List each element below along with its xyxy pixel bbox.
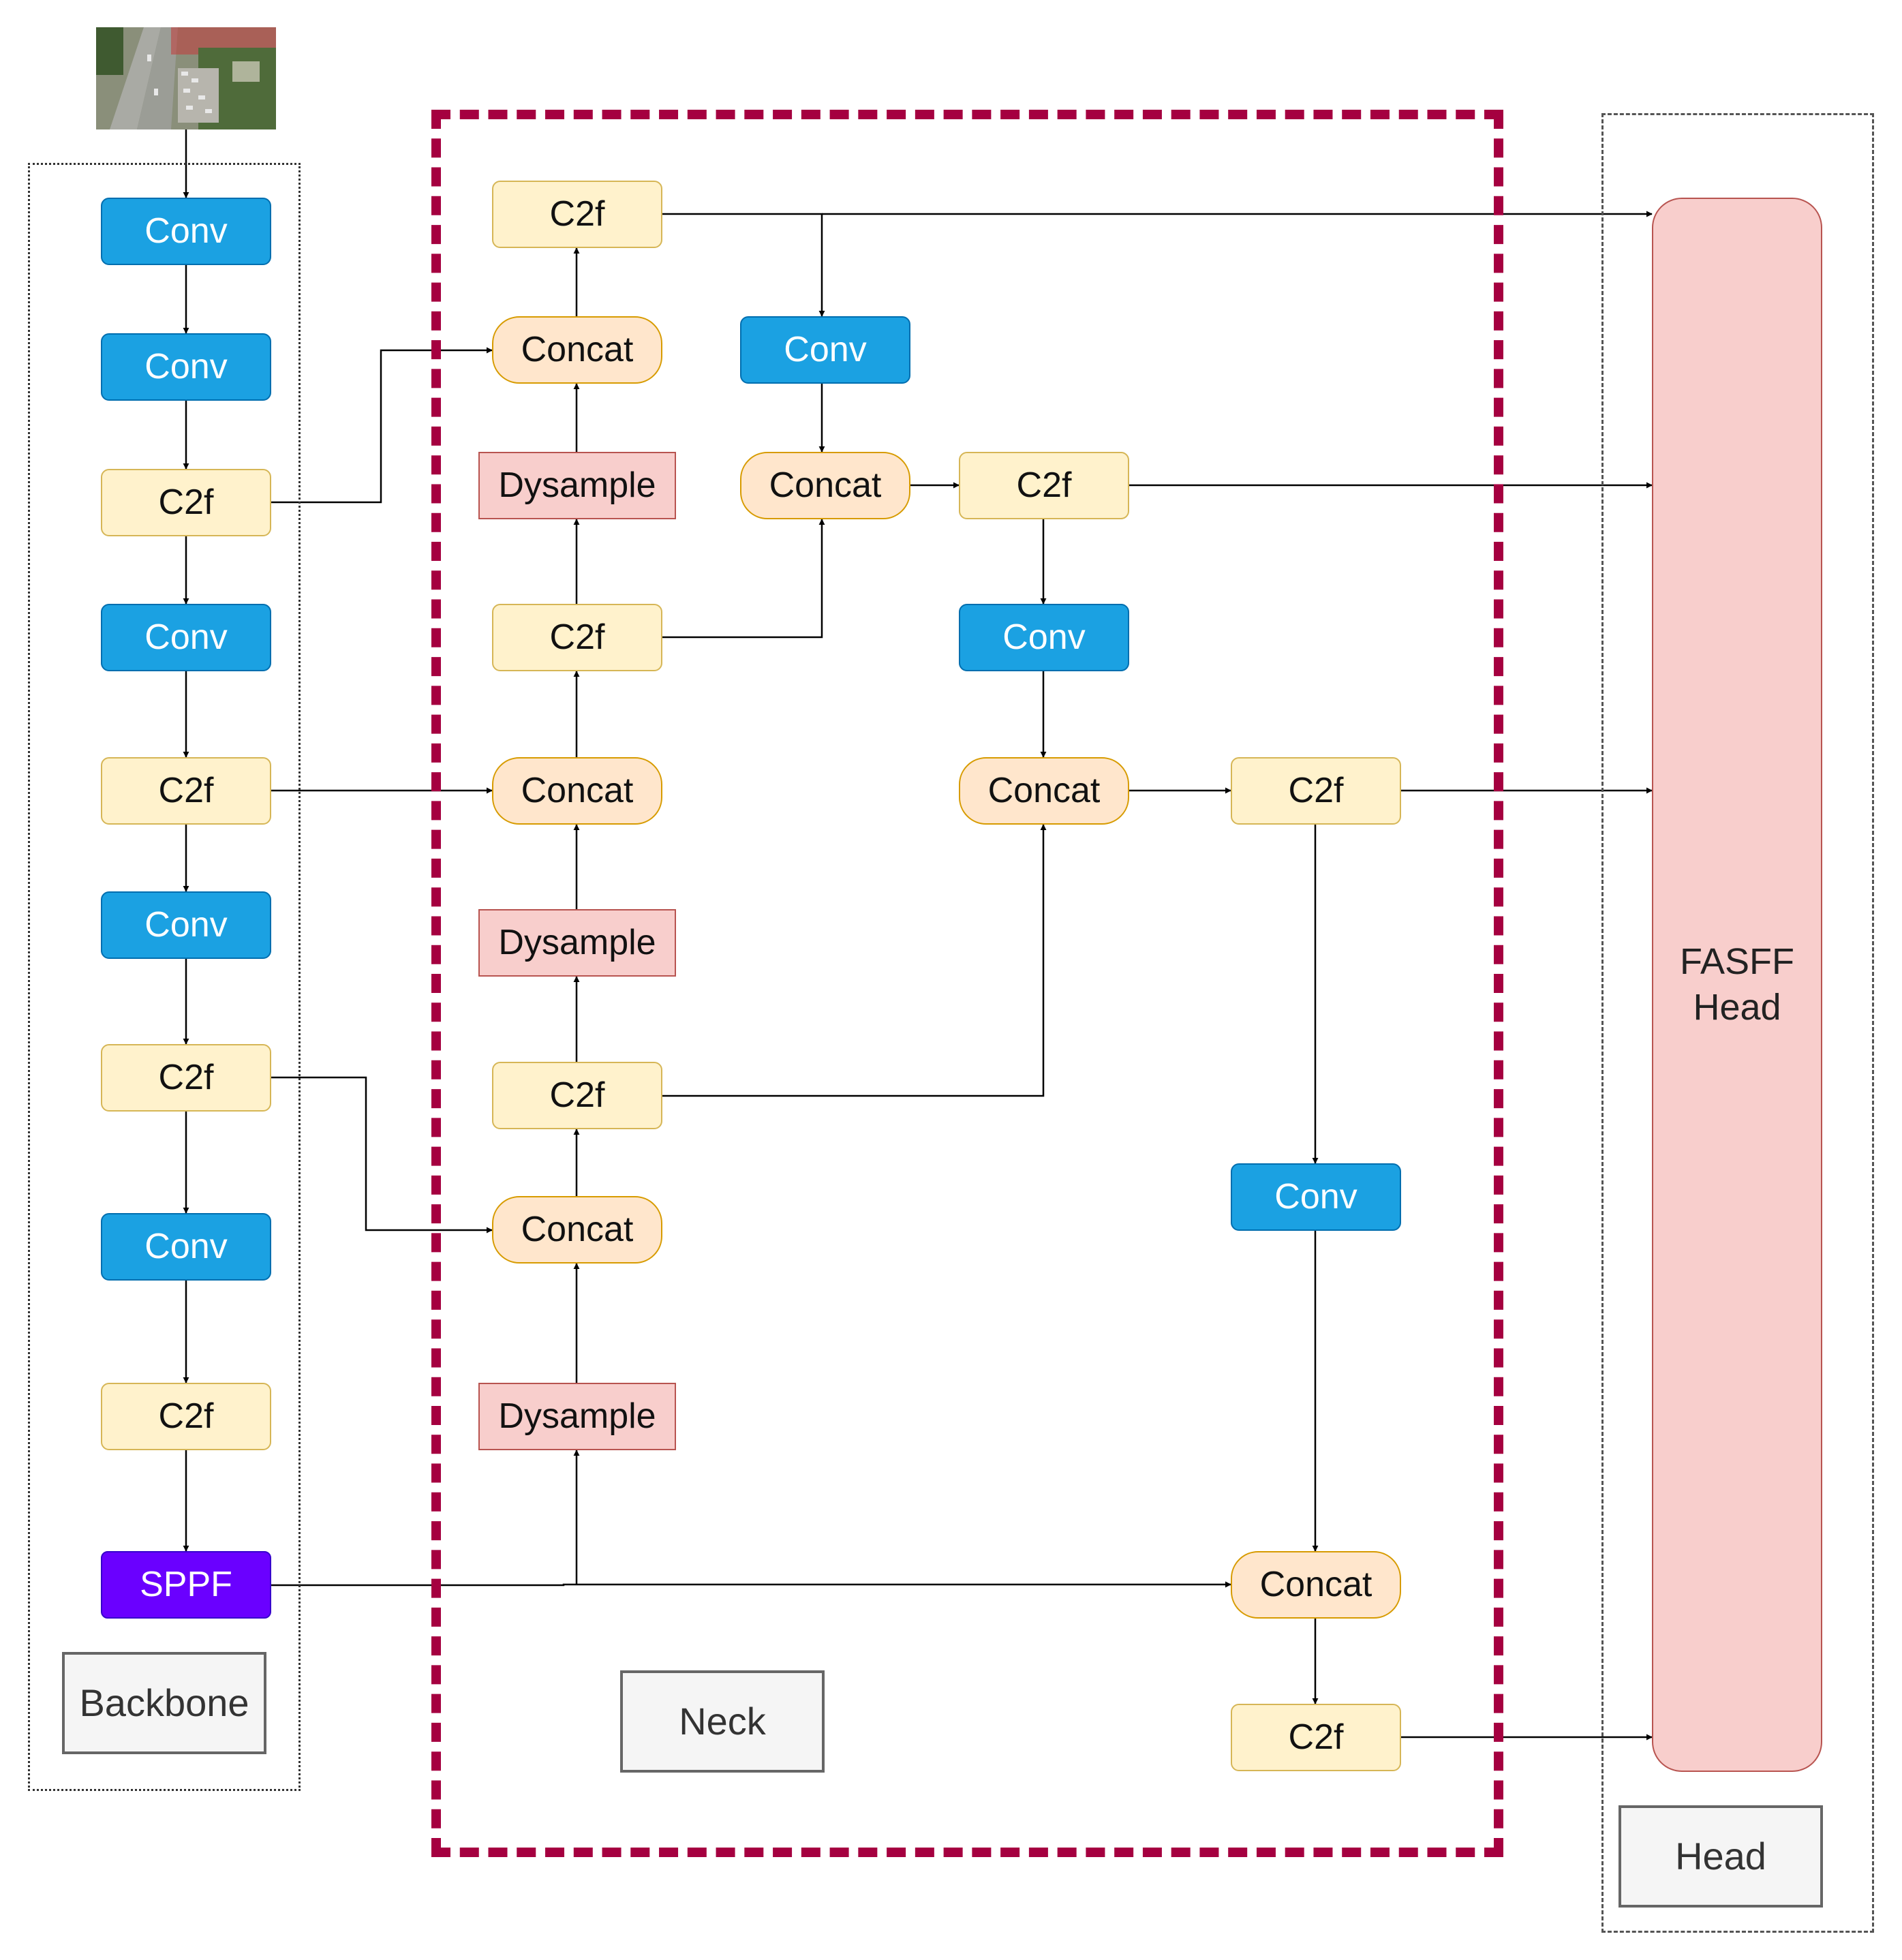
aerial-street-photo-icon: [96, 27, 276, 129]
backbone-c2f-1[interactable]: C2f: [101, 469, 271, 536]
fasff-head-block[interactable]: FASFF Head: [1652, 198, 1822, 1772]
backbone-c2f-4[interactable]: C2f: [101, 1383, 271, 1450]
neck-conv-a[interactable]: Conv: [740, 316, 910, 384]
neck-c2f-c[interactable]: C2f: [1231, 1704, 1401, 1771]
neck-concat-b[interactable]: Concat: [959, 757, 1129, 825]
backbone-frame: [28, 163, 301, 1791]
fasff-head-line1: FASFF: [1679, 940, 1794, 982]
neck-frame: [431, 110, 1503, 1857]
neck-label: Neck: [620, 1670, 825, 1773]
neck-concat-1[interactable]: Concat: [492, 316, 662, 384]
neck-concat-a[interactable]: Concat: [740, 452, 910, 519]
wire-26: [662, 519, 825, 639]
head-label: Head: [1619, 1805, 1823, 1908]
neck-conv-b[interactable]: Conv: [959, 604, 1129, 671]
neck-concat-c[interactable]: Concat: [1231, 1551, 1401, 1619]
head-frame: [1601, 113, 1874, 1933]
neck-c2f-a[interactable]: C2f: [959, 452, 1129, 519]
backbone-conv-2[interactable]: Conv: [101, 333, 271, 401]
backbone-conv-5[interactable]: Conv: [101, 1213, 271, 1281]
neck-c2f-top[interactable]: C2f: [492, 181, 662, 248]
backbone-c2f-2[interactable]: C2f: [101, 757, 271, 825]
backbone-label: Backbone: [62, 1652, 266, 1754]
neck-concat-3[interactable]: Concat: [492, 1196, 662, 1264]
neck-dysample-1[interactable]: Dysample: [478, 452, 676, 519]
neck-c2f-3[interactable]: C2f: [492, 1062, 662, 1129]
wire-12: [271, 1076, 493, 1234]
neck-conv-c[interactable]: Conv: [1231, 1163, 1401, 1231]
backbone-conv-3[interactable]: Conv: [101, 604, 271, 671]
neck-dysample-2[interactable]: Dysample: [478, 909, 676, 977]
neck-concat-2[interactable]: Concat: [492, 757, 662, 825]
backbone-sppf[interactable]: SPPF: [101, 1551, 271, 1619]
fasff-head-line2: Head: [1693, 987, 1781, 1028]
wire-31: [662, 824, 1047, 1097]
backbone-conv-1[interactable]: Conv: [101, 198, 271, 265]
backbone-conv-4[interactable]: Conv: [101, 891, 271, 959]
neck-dysample-3[interactable]: Dysample: [478, 1383, 676, 1450]
neck-c2f-b[interactable]: C2f: [1231, 757, 1401, 825]
neck-c2f-2[interactable]: C2f: [492, 604, 662, 671]
backbone-c2f-3[interactable]: C2f: [101, 1044, 271, 1112]
wire-13: [271, 1581, 1231, 1588]
